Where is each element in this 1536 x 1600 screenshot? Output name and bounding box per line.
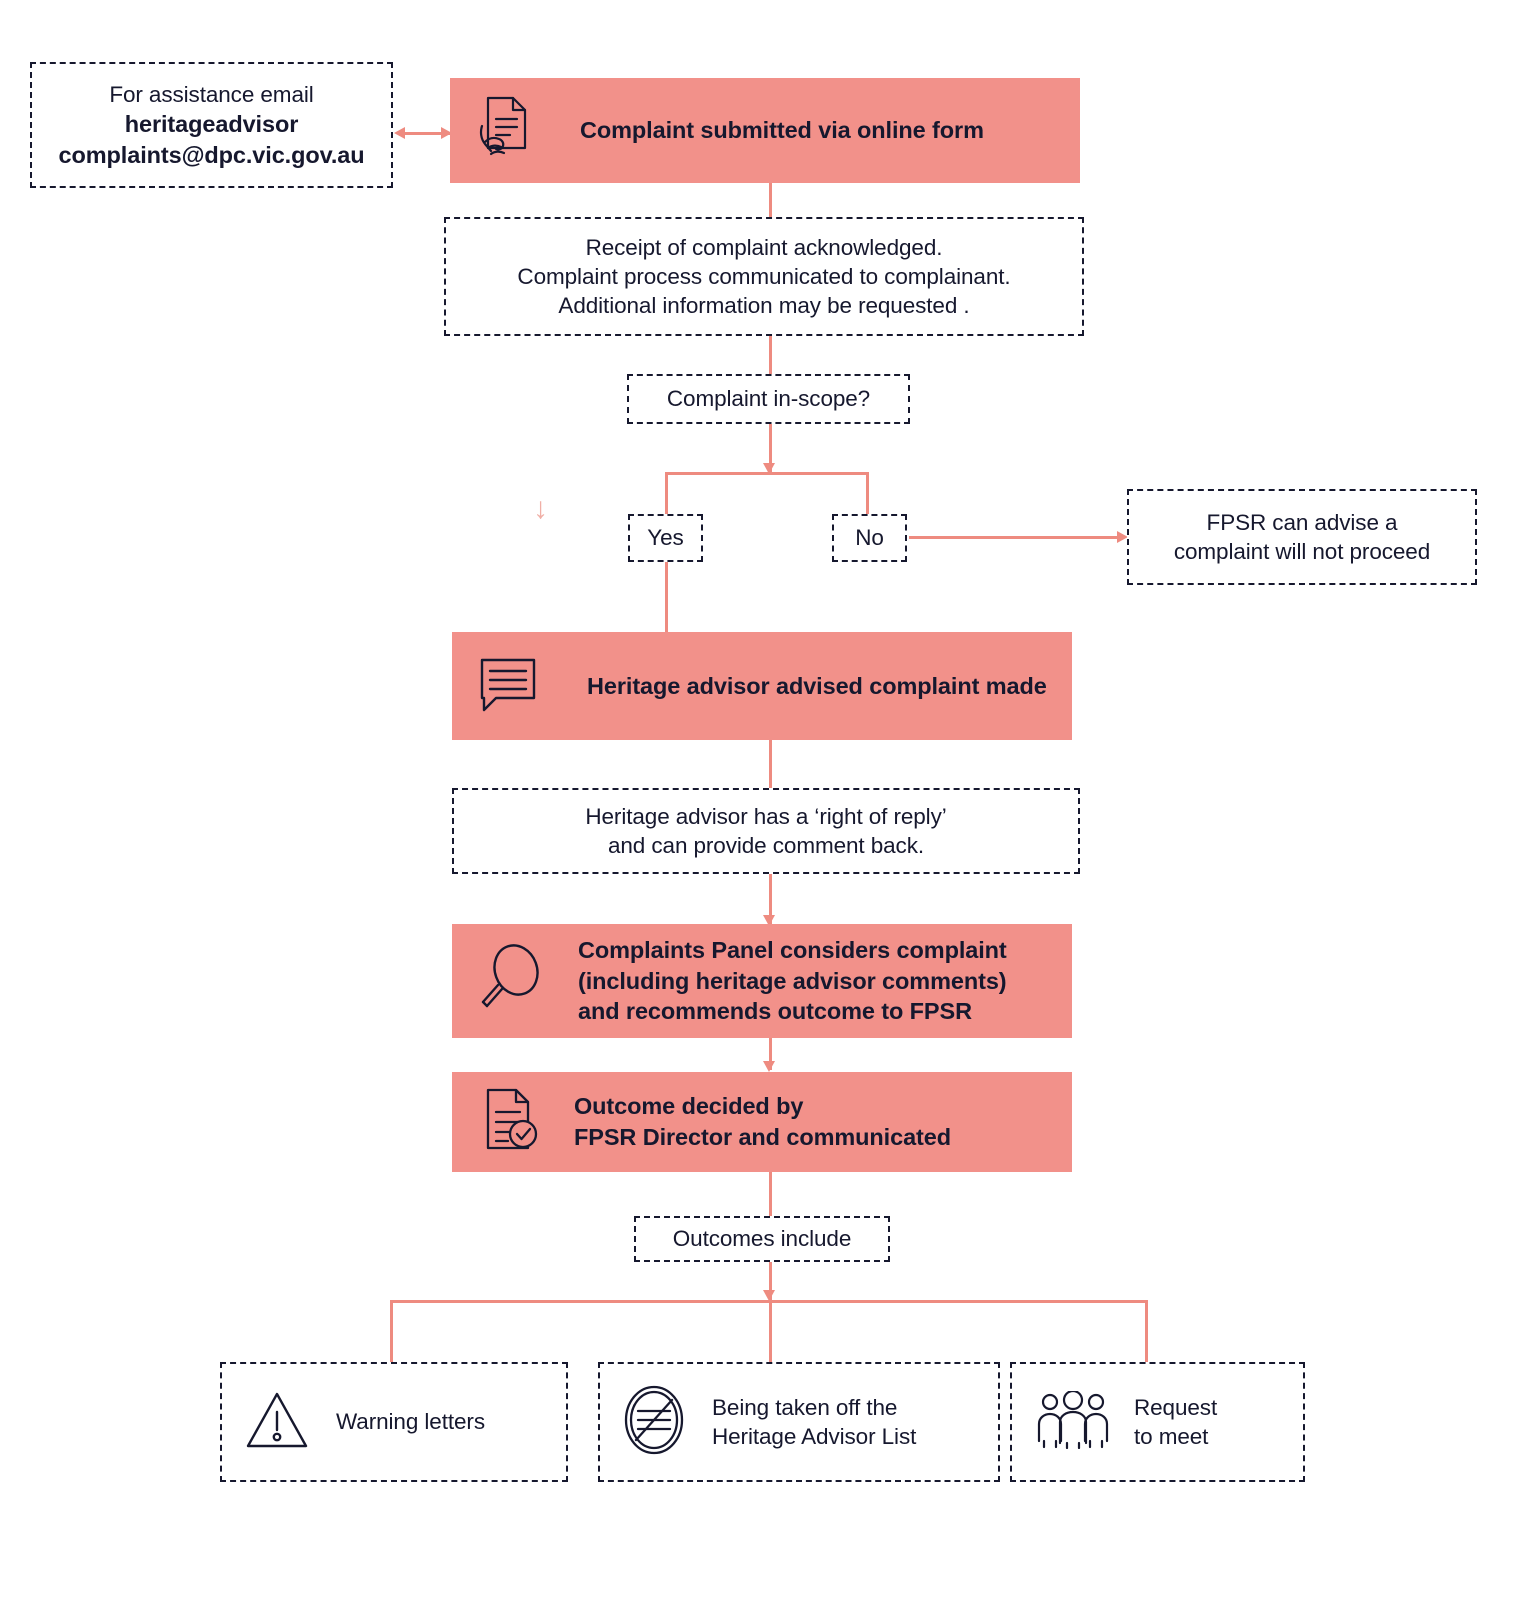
arrowhead-right-submitted [441,127,452,139]
arrowhead-down-fan [763,1290,775,1301]
advisor-advised-box: Heritage advisor advised complaint made [452,632,1072,740]
warning-triangle-icon [244,1387,310,1458]
assistance-email-line-2: heritageadvisor [124,111,299,138]
connector-fan-to-warning [390,1300,393,1362]
assistance-email-box: For assistance email heritageadvisor com… [30,62,393,188]
arrowhead-right-fpsr [1117,531,1128,543]
branch-yes-label: Yes [647,525,684,551]
stray-arrow-glyph: ↓ [533,492,548,525]
people-group-icon [1036,1389,1110,1454]
assistance-email-line-3: complaints@dpc.vic.gov.au [58,141,365,168]
outcome-request-meet-box: Request to meet [1010,1362,1305,1482]
connector-yes-to-advisor [665,562,668,632]
connector-submitted-to-receipt [769,183,772,218]
outcome-taken-off-list-box: Being taken off the Heritage Advisor Lis… [598,1362,1000,1482]
receipt-acknowledged-label: Receipt of complaint acknowledged. Compl… [517,234,1011,319]
complaint-submitted-label: Complaint submitted via online form [580,117,984,144]
connector-fan-bar [390,1300,1147,1303]
connector-split-to-yes [665,472,668,514]
outcome-decided-label: Outcome decided by FPSR Director and com… [574,1093,951,1150]
advisor-advised-label: Heritage advisor advised complaint made [587,672,1047,699]
in-scope-question-box: Complaint in-scope? [627,374,910,424]
right-of-reply-label: Heritage advisor has a ‘right of reply’ … [585,803,947,858]
complaints-panel-box: Complaints Panel considers complaint (in… [452,924,1072,1038]
connector-no-to-fpsr [909,536,1121,539]
document-check-icon [476,1082,542,1163]
connector-outcomes-to-fan [769,1262,772,1300]
connector-email-to-submitted [398,132,450,135]
complaint-submitted-box: Complaint submitted via online form [450,78,1080,183]
fpsr-not-proceed-box: FPSR can advise a complaint will not pro… [1127,489,1477,585]
magnifying-glass-icon [476,940,546,1023]
in-scope-question-label: Complaint in-scope? [666,386,871,412]
connector-outcome-to-outcomes [769,1172,772,1216]
speech-bubble-icon [474,650,542,723]
outcome-warning-letters-label: Warning letters [336,1409,485,1435]
arrowhead-down-outcome [763,1061,775,1072]
arrowhead-down-split [763,463,775,474]
document-hand-icon [472,92,534,169]
complaints-panel-label: Complaints Panel considers complaint (in… [578,937,1007,1025]
branch-no-label: No [855,525,884,551]
outcomes-include-box: Outcomes include [634,1216,890,1262]
connector-split-to-no [866,472,869,514]
assistance-email-line-1: For assistance email [109,81,314,107]
outcome-taken-off-list-label: Being taken off the Heritage Advisor Lis… [712,1394,917,1449]
connector-fan-to-request [1145,1300,1148,1362]
connector-reply-to-panel [769,874,772,924]
connector-advisor-to-reply [769,740,772,788]
arrowhead-down-panel [763,915,775,926]
right-of-reply-box: Heritage advisor has a ‘right of reply’ … [452,788,1080,874]
fpsr-not-proceed-label: FPSR can advise a complaint will not pro… [1173,509,1431,564]
arrowhead-left-email [394,127,405,139]
connector-question-to-split [769,424,772,472]
branch-no-box: No [832,514,907,562]
outcome-decided-box: Outcome decided by FPSR Director and com… [452,1072,1072,1172]
connector-receipt-to-question [769,336,772,374]
receipt-acknowledged-box: Receipt of complaint acknowledged. Compl… [444,217,1084,336]
connector-fan-to-taken-off [769,1300,772,1362]
connector-panel-to-outcome [769,1038,772,1070]
outcome-warning-letters-box: Warning letters [220,1362,568,1482]
prohibition-list-icon [618,1381,690,1464]
outcomes-include-label: Outcomes include [672,1226,852,1252]
branch-yes-box: Yes [628,514,703,562]
outcome-request-meet-label: Request to meet [1134,1394,1218,1449]
